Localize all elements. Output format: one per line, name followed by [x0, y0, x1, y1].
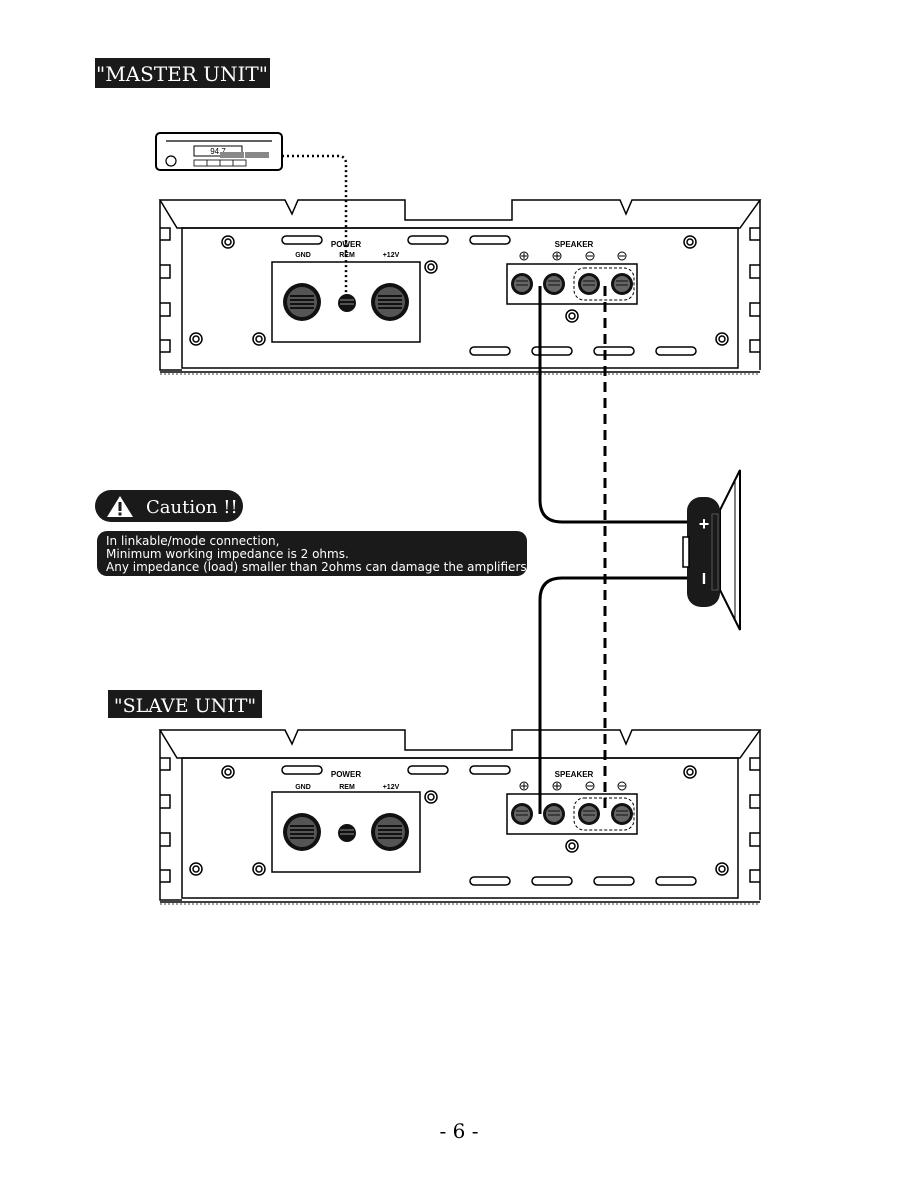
power-label: POWER: [331, 240, 361, 249]
slave-amplifier: POWER GND REM +12V SPEAKER: [159, 729, 761, 905]
rem-label: REM: [339, 252, 355, 259]
speaker-icon: + I: [682, 469, 741, 631]
page-number: - 6 -: [440, 1119, 479, 1143]
gnd-label: GND: [295, 784, 311, 791]
speaker-minus-terminal: I: [702, 571, 706, 588]
speaker-plus-terminal: +: [699, 514, 710, 534]
caution-title: Caution !!: [146, 497, 238, 518]
v12-label: +12V: [383, 252, 400, 259]
slave-unit-label: "SLAVE UNIT": [108, 690, 262, 718]
master-unit-label: "MASTER UNIT": [95, 58, 270, 88]
svg-text:"MASTER UNIT": "MASTER UNIT": [96, 62, 268, 86]
caution-line-2: Minimum working impedance is 2 ohms.: [106, 547, 349, 561]
caution-line-3: Any impedance (load) smaller than 2ohms …: [106, 560, 527, 574]
speaker-label: SPEAKER: [555, 240, 594, 249]
negative-speaker-wire: [538, 576, 700, 814]
master-amplifier: POWER GND REM +12V SPEAKER: [159, 199, 761, 375]
speaker-label: SPEAKER: [555, 770, 594, 779]
rem-label: REM: [339, 784, 355, 791]
caution-badge: Caution !!: [95, 490, 243, 522]
v12-label: +12V: [383, 784, 400, 791]
svg-text:94.7: 94.7: [210, 147, 226, 156]
caution-message: In linkable/mode connection, Minimum wor…: [97, 531, 527, 576]
power-label: POWER: [331, 770, 361, 779]
caution-line-1: In linkable/mode connection,: [106, 534, 279, 548]
rem-wire: [282, 154, 348, 300]
positive-speaker-wire: [538, 286, 700, 524]
svg-text:"SLAVE UNIT": "SLAVE UNIT": [114, 695, 256, 717]
head-unit-radio: 94.7: [155, 132, 283, 171]
gnd-label: GND: [295, 252, 311, 259]
